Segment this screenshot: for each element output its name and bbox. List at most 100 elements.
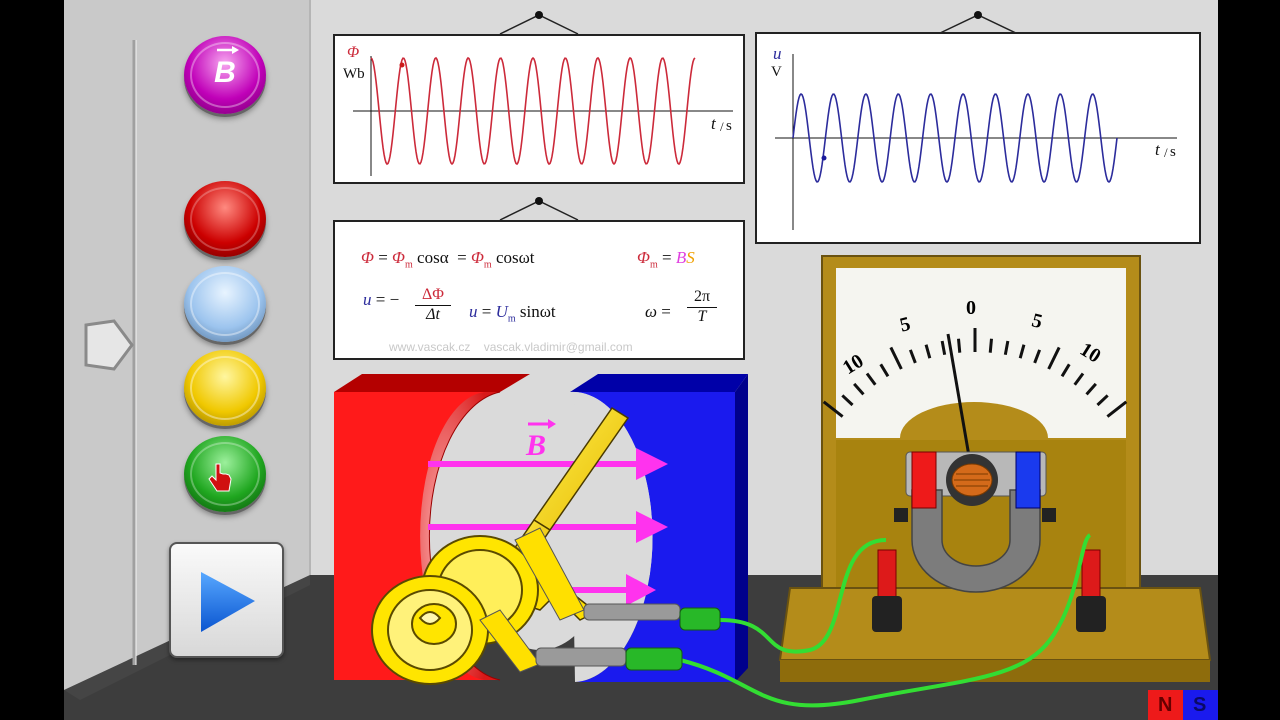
voltage-y-unit: V bbox=[771, 64, 782, 80]
meter-scale bbox=[822, 328, 1128, 418]
period-t: T bbox=[697, 308, 707, 325]
meter-magnet bbox=[894, 451, 1056, 593]
flux-amplitude-formula: Φm = BS bbox=[637, 248, 695, 271]
hand-cursor-icon bbox=[208, 463, 232, 492]
voltage-graph bbox=[775, 54, 1177, 230]
voltage-x-symbol: t bbox=[1155, 140, 1160, 159]
meter-tick bbox=[1085, 382, 1097, 396]
omega-symbol: ω bbox=[645, 302, 658, 321]
meter-tick bbox=[1003, 340, 1010, 356]
omega-formula: ω = bbox=[645, 302, 671, 321]
meter-tick bbox=[1033, 349, 1042, 364]
field-label-arrowhead bbox=[548, 419, 556, 429]
two-pi: 2π bbox=[687, 288, 717, 308]
scale-label-zero: 0 bbox=[966, 297, 976, 319]
meter-tick bbox=[889, 346, 903, 370]
flux-amp-2-sub: m bbox=[483, 259, 492, 271]
pole-legend: N S bbox=[1148, 690, 1218, 720]
meter-tick bbox=[1096, 394, 1109, 407]
voltage-marker bbox=[821, 155, 827, 161]
pole-north-badge bbox=[1148, 690, 1183, 720]
red-button[interactable] bbox=[184, 181, 266, 257]
panel-hangers bbox=[499, 11, 1019, 221]
meter-tick bbox=[1047, 346, 1061, 370]
play-button[interactable] bbox=[169, 542, 284, 658]
omega-fraction: 2π T bbox=[687, 288, 717, 326]
flux-amp-sub: m bbox=[649, 259, 658, 271]
terminal-right bbox=[1076, 549, 1106, 632]
flux-curve bbox=[370, 56, 696, 166]
induced-voltage-formula: u = − bbox=[363, 290, 400, 309]
meter-tick bbox=[853, 382, 865, 396]
light-blue-button[interactable] bbox=[184, 266, 266, 342]
green-button[interactable] bbox=[184, 436, 266, 512]
delta-fraction: ΔΦ Δt bbox=[415, 286, 451, 324]
flux-y-symbol: Φ bbox=[347, 44, 360, 61]
pole-south-label: S bbox=[1193, 694, 1207, 716]
meter-tick bbox=[940, 340, 947, 356]
flux-amp-b: B bbox=[675, 248, 687, 267]
flux-amp-1: Φ bbox=[392, 248, 405, 267]
voltage-sine-formula: u = Um sinωt bbox=[469, 302, 556, 325]
terminal-left bbox=[872, 549, 902, 632]
meter-tick bbox=[865, 372, 877, 386]
delta-t: Δt bbox=[426, 306, 440, 323]
meter-tick bbox=[879, 363, 890, 378]
flux-x-slash: / bbox=[720, 119, 724, 134]
voltage-amp-sub: m bbox=[507, 313, 516, 325]
voltage-amp: U bbox=[495, 302, 508, 321]
voltage-x-unit: s bbox=[1170, 144, 1176, 160]
voltage-y-symbol: u bbox=[773, 44, 782, 63]
pole-south-badge bbox=[1183, 690, 1218, 720]
yellow-button[interactable] bbox=[184, 350, 266, 426]
flux-x-unit: s bbox=[726, 118, 732, 134]
cos-alpha: cosα bbox=[417, 248, 449, 267]
meter-tick bbox=[924, 344, 932, 359]
meter-tick bbox=[908, 349, 917, 364]
field-label-b: B bbox=[525, 429, 546, 462]
flux-amp-symbol: Φ bbox=[637, 248, 650, 267]
credit-text: www.vascak.cz vascak.vladimir@gmail.com bbox=[389, 340, 633, 354]
meter-tick bbox=[1073, 372, 1085, 386]
delta-phi: ΔΦ bbox=[422, 286, 444, 303]
magnetic-field-button[interactable]: B bbox=[184, 36, 266, 114]
formula-panel: Φ = Φm cosα = Φm cosωt Φm = BS u = − ΔΦ … bbox=[333, 220, 745, 360]
flux-y-unit: Wb bbox=[343, 66, 365, 82]
flux-x-symbol: t bbox=[711, 114, 716, 133]
field-arrowhead-1 bbox=[636, 448, 668, 480]
wires bbox=[679, 533, 1092, 708]
play-icon bbox=[201, 572, 255, 632]
sin-omega-t: sinωt bbox=[519, 302, 556, 321]
voltage-x-slash: / bbox=[1164, 145, 1168, 160]
meter-tick bbox=[1018, 344, 1026, 359]
voltage-graph-panel: u V t / s bbox=[755, 32, 1201, 244]
field-arrowhead-2 bbox=[636, 511, 668, 543]
b-vector-icon bbox=[217, 46, 239, 54]
meter-tick bbox=[841, 394, 854, 407]
flux-formula: Φ = Φm cosα = Φm cosωt bbox=[361, 248, 535, 271]
meter-tick bbox=[988, 338, 993, 353]
field-arrowhead-3 bbox=[626, 574, 656, 606]
flux-amp-2: Φ bbox=[470, 248, 484, 267]
side-slider-handle[interactable] bbox=[80, 315, 140, 375]
flux-marker bbox=[399, 62, 405, 68]
meter-tick bbox=[1106, 400, 1128, 418]
meter-tick bbox=[957, 338, 962, 353]
brushes bbox=[479, 527, 681, 673]
slip-rings bbox=[371, 535, 539, 685]
voltage-lhs-2: u bbox=[469, 302, 478, 321]
cos-omega-t: cosωt bbox=[495, 248, 535, 267]
meter-needle bbox=[946, 333, 972, 463]
b-button-label: B bbox=[214, 56, 236, 89]
pole-north-label: N bbox=[1158, 694, 1173, 716]
flux-amp-s: S bbox=[686, 248, 695, 267]
voltage-lhs-1: u bbox=[363, 290, 372, 309]
meter-tick bbox=[1060, 363, 1071, 378]
voltage-curve bbox=[792, 92, 1118, 184]
meter-tick bbox=[822, 400, 844, 418]
flux-amp-1-sub: m bbox=[405, 259, 413, 271]
wire-connectors bbox=[625, 607, 721, 671]
flux-lhs: Φ bbox=[361, 248, 374, 267]
